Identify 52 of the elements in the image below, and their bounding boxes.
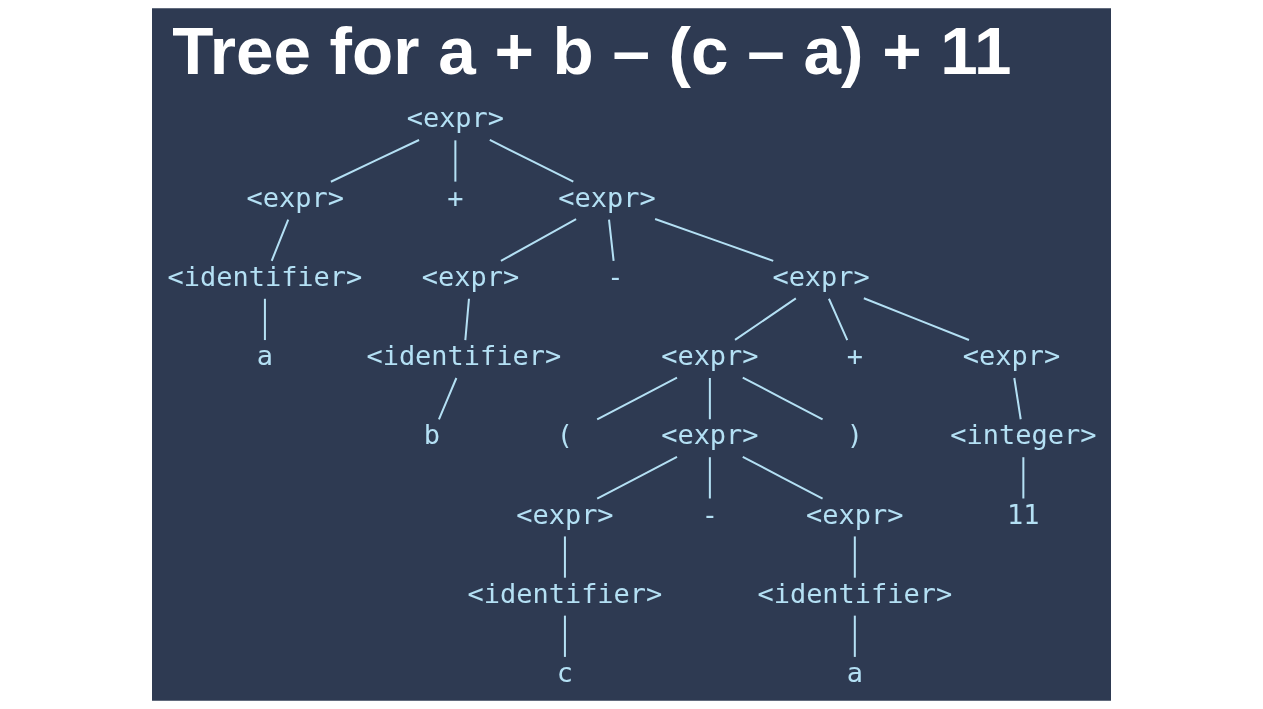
node-text: <expr> [558,181,656,213]
node-text: ) [846,419,863,451]
node-text: <expr> [516,498,614,530]
node-text: b [423,419,440,451]
node-text: <expr> [806,498,904,530]
connector [270,219,290,262]
connector [489,139,574,183]
connector [734,297,797,341]
connector [596,455,678,500]
connector [853,615,856,657]
connector [500,218,577,262]
node-text: - [607,260,624,292]
connector [853,536,856,578]
connector [708,378,711,420]
connector [654,218,774,262]
node-text: <expr> [661,340,759,372]
connector [464,298,470,341]
node-text: a [256,340,274,372]
connector [563,536,566,578]
connector [330,139,420,183]
node-text: <expr> [406,102,505,134]
node-text: + [846,340,863,372]
node-text: + [447,181,464,213]
node-text: <expr> [962,340,1061,372]
node-text: <expr> [246,181,344,213]
node-text: a [846,656,863,688]
node-text: <identifier> [467,577,663,609]
node-text: ( [556,419,574,451]
connector [438,377,458,420]
node-text: <identifier> [757,577,953,609]
node-text: 11 [1007,498,1040,530]
node-text: <identifier> [167,260,363,292]
node-text: <expr> [772,260,870,292]
connector [563,615,566,657]
node-text: <expr> [421,260,520,292]
connector [263,298,266,341]
node-text: <identifier> [366,340,562,372]
connector [596,376,678,421]
node-text: <expr> [661,419,759,451]
connector [608,219,615,261]
connector [1022,457,1025,499]
connector [454,140,457,182]
connector [708,457,711,499]
node-text: - [701,498,718,530]
connector [863,297,970,341]
connector [742,455,824,500]
connector [828,298,849,341]
connector [1013,377,1022,420]
diagram-title: Tree for a + b – (c – a) + 11 [172,12,1012,88]
node-text: <integer> [950,419,1097,451]
connector [742,376,824,421]
node-text: c [556,656,574,688]
